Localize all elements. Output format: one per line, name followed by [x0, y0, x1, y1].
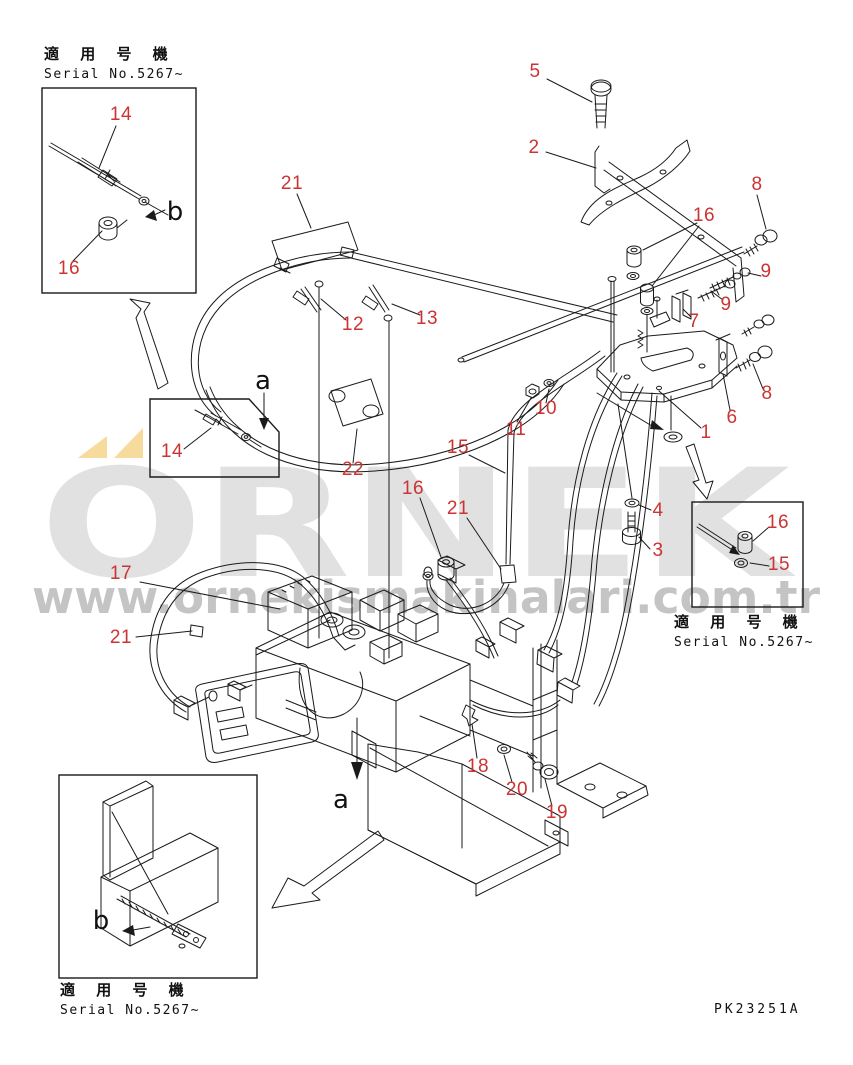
- part-callout-8: 8: [751, 174, 763, 195]
- mount-plate-top: [580, 139, 691, 226]
- view-letter-a: a: [255, 366, 271, 396]
- part-callout-1: 1: [700, 422, 712, 443]
- drawing-number: PK23251A: [714, 1002, 801, 1017]
- bracket-7: [671, 289, 692, 323]
- bushing-16-upper: [626, 245, 642, 280]
- clamp-pin-13: [361, 284, 393, 659]
- clamp-plate-22: [328, 378, 384, 427]
- part-callout-11: 11: [505, 419, 527, 440]
- watermark-umlaut-triangle-icon: [78, 436, 107, 458]
- part-callout-20: 20: [505, 779, 529, 800]
- bolt-8-lower: [735, 345, 773, 372]
- screw-9-lower: [697, 279, 736, 302]
- part-callout-16: 16: [57, 258, 81, 279]
- inset-box-bottom-left: [58, 774, 258, 979]
- washer-4: [617, 403, 640, 508]
- wiring-harness-17: [149, 562, 356, 721]
- linkage-rod: [457, 246, 745, 363]
- bolt-19: [526, 751, 559, 780]
- part-callout-12: 12: [341, 314, 365, 335]
- part-callout-22: 22: [341, 459, 365, 480]
- relay-blocks: [320, 589, 439, 665]
- view-letter-b: b: [166, 197, 184, 227]
- part-callout-14: 14: [109, 104, 133, 125]
- harness-cable-c: [593, 392, 658, 707]
- part-callout-16: 16: [766, 512, 790, 533]
- part-callout-10: 10: [534, 398, 558, 419]
- bolt-5: [590, 79, 612, 129]
- part-callout-3: 3: [652, 540, 664, 561]
- part-callout-16: 16: [692, 205, 716, 226]
- open-arrow-right: [685, 443, 714, 500]
- part-callout-21: 21: [446, 498, 470, 519]
- part-callout-13: 13: [415, 308, 439, 329]
- serial-label-kanji: 適 用 号 機: [674, 613, 806, 631]
- harness-right-connectors: [423, 555, 561, 718]
- serial-label-number: Serial No.5267~: [674, 635, 814, 650]
- part-callout-7: 7: [688, 311, 700, 332]
- inset-box-mid: [149, 398, 280, 478]
- part-callout-5: 5: [529, 61, 541, 82]
- cable-15: [422, 350, 606, 615]
- washer-10: [543, 379, 555, 387]
- part-callout-16: 16: [401, 478, 425, 499]
- serial-label: 適 用 号 機 Serial No.5267~: [60, 980, 200, 1019]
- watermark-umlaut-triangle-icon: [114, 428, 143, 458]
- part-callout-17: 17: [109, 563, 133, 584]
- view-letter-b: b: [92, 906, 110, 936]
- part-callout-8: 8: [761, 383, 773, 404]
- clamp-pin-12: [292, 280, 324, 639]
- part-callout-9: 9: [720, 294, 732, 315]
- bracket-2: [594, 145, 745, 303]
- part-callout-4: 4: [652, 500, 664, 521]
- solid-arrow-down-a-mid: [259, 392, 269, 430]
- part-callout-14: 14: [160, 441, 184, 462]
- serial-label-kanji: 適 用 号 機: [60, 981, 192, 999]
- battery-box: [255, 611, 471, 773]
- part-callout-15: 15: [767, 554, 791, 575]
- serial-label-number: Serial No.5267~: [60, 1003, 200, 1018]
- screw-9-upper: [709, 267, 751, 292]
- leader-lines: [72, 78, 770, 807]
- controller-unit: [195, 663, 319, 763]
- nut-11: [525, 383, 540, 399]
- washer-20: [497, 744, 511, 754]
- part-callout-6: 6: [726, 407, 738, 428]
- cable-loop-21: [190, 221, 618, 473]
- open-arrow-bottom-left: [271, 830, 385, 909]
- part-callout-15: 15: [446, 437, 470, 458]
- battery-cover: [267, 575, 353, 649]
- part-callout-18: 18: [466, 756, 490, 777]
- serial-label-kanji: 適 用 号 機: [44, 45, 176, 63]
- harness-cable-b: [556, 383, 644, 704]
- part-callout-2: 2: [528, 137, 540, 158]
- serial-label: 適 用 号 機 Serial No.5267~: [44, 44, 184, 83]
- bolt-9-washer: [741, 314, 775, 337]
- lever-plate-1: [596, 296, 738, 430]
- part-callout-21: 21: [109, 627, 133, 648]
- clip-18: [461, 704, 479, 727]
- watermark-brand: ORNEK: [40, 438, 796, 612]
- part-callout-19: 19: [545, 802, 569, 823]
- part-callout-21: 21: [280, 173, 304, 194]
- grommet-16-mid: [437, 556, 455, 581]
- serial-label-number: Serial No.5267~: [44, 67, 184, 82]
- part-callout-9: 9: [760, 261, 772, 282]
- duct-cover-piece: [351, 730, 569, 897]
- support-bracket: [419, 639, 649, 819]
- solid-arrow-down-a: [351, 717, 363, 780]
- serial-label: 適 用 号 機 Serial No.5267~: [674, 612, 814, 651]
- bolt-8-upper: [743, 229, 778, 257]
- harness-cable-a: [536, 372, 623, 673]
- inset-box-right: [691, 501, 804, 608]
- view-letter-a: a: [333, 785, 349, 815]
- inset-box-top-left: [41, 87, 197, 294]
- open-arrow-top-left: [129, 298, 169, 390]
- mounting-studs: [607, 276, 683, 443]
